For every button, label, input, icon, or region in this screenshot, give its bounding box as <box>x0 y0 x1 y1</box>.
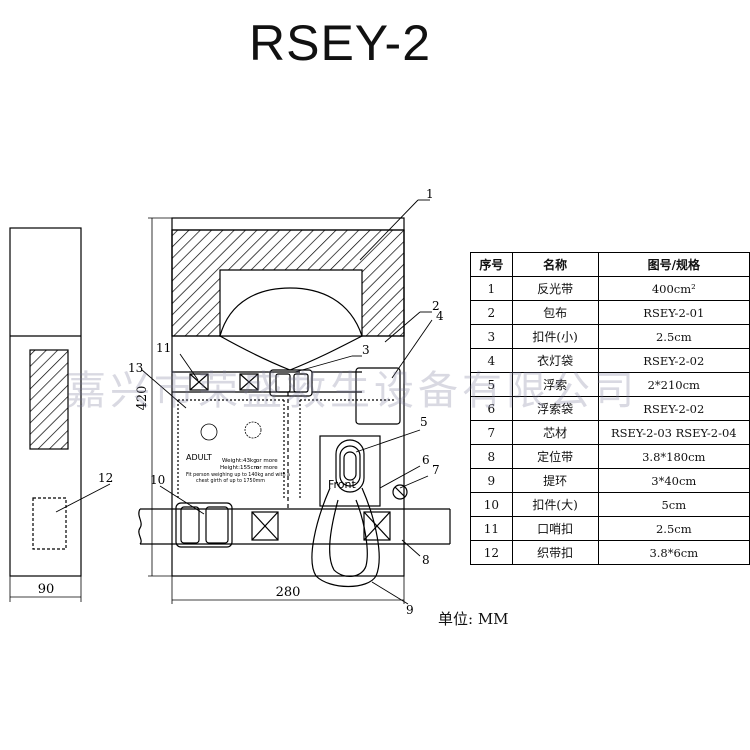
row-spec: 400cm² <box>597 276 750 301</box>
label-fit-line-1: Fit person weighing up to 140kg and with… <box>186 472 290 478</box>
row-name: 扣件(大) <box>511 492 599 517</box>
whistle-buckle <box>189 373 209 391</box>
row-no: 7 <box>470 420 513 445</box>
header-name: 名称 <box>511 252 599 277</box>
row-no: 12 <box>470 540 513 565</box>
callout-9: 9 <box>406 603 414 617</box>
row-no: 9 <box>470 468 513 493</box>
row-name: 芯材 <box>511 420 599 445</box>
row-spec: 2.5cm <box>597 324 750 349</box>
callout-4: 4 <box>436 309 444 323</box>
side-view-outline <box>9 227 82 577</box>
row-spec: RSEY-2-02 <box>597 348 750 373</box>
whistle <box>392 484 408 500</box>
dim-side-width: 90 <box>38 582 55 597</box>
label-or-more-1: or more <box>256 458 278 464</box>
callout-1: 1 <box>426 187 434 201</box>
label-front: Front <box>328 478 357 491</box>
row-spec: RSEY-2-01 <box>597 300 750 325</box>
row-name: 提环 <box>511 468 599 493</box>
row-spec: RSEY-2-03 RSEY-2-04 <box>597 420 750 445</box>
unit-label: 单位: MM <box>438 610 509 628</box>
dim-height: 420 <box>135 386 150 411</box>
large-buckle <box>175 502 233 548</box>
header-spec: 图号/规格 <box>597 252 750 277</box>
side-view-webbing-buckle <box>32 497 67 550</box>
row-spec: 5cm <box>597 492 750 517</box>
drawing-title: RSEY-2 <box>248 15 432 71</box>
callout-7: 7 <box>432 463 440 477</box>
row-no: 3 <box>470 324 513 349</box>
row-name: 口哨扣 <box>511 516 599 541</box>
row-no: 5 <box>470 372 513 397</box>
row-spec: 3.8*180cm <box>597 444 750 469</box>
side-view <box>9 227 82 602</box>
callout-5: 5 <box>420 415 428 429</box>
row-spec: 3*40cm <box>597 468 750 493</box>
small-buckle <box>269 369 313 397</box>
side-view-reflective-patch <box>29 349 69 450</box>
row-spec: 2*210cm <box>597 372 750 397</box>
row-name: 反光带 <box>511 276 599 301</box>
label-or-more-2: or more <box>256 465 278 471</box>
callout-11: 11 <box>156 341 171 355</box>
callout-12: 12 <box>98 471 113 485</box>
label-fit-line-2: chest girth of up to 1750mm <box>196 478 265 484</box>
row-name: 定位带 <box>511 444 599 469</box>
row-name: 织带扣 <box>511 540 599 565</box>
adult-label-panel: ADULT Weight:43kg or more Height:155cm o… <box>186 421 357 491</box>
label-height: Height:155cm <box>220 465 259 471</box>
label-adult: ADULT <box>186 453 212 462</box>
row-name: 衣灯袋 <box>511 348 599 373</box>
neck-opening <box>219 287 363 337</box>
row-no: 2 <box>470 300 513 325</box>
row-no: 8 <box>470 444 513 469</box>
row-no: 1 <box>470 276 513 301</box>
lamp-pocket <box>355 367 401 425</box>
callout-6: 6 <box>422 453 430 467</box>
row-name: 扣件(小) <box>511 324 599 349</box>
row-no: 6 <box>470 396 513 421</box>
callout-2: 2 <box>432 299 440 313</box>
label-weight: Weight:43kg <box>222 458 257 464</box>
row-spec: RSEY-2-02 <box>597 396 750 421</box>
parts-table-header: 序号 名称 图号/规格 <box>470 252 750 277</box>
row-no: 4 <box>470 348 513 373</box>
float-line-bag <box>319 435 381 507</box>
row-no: 10 <box>470 492 513 517</box>
callout-10: 10 <box>150 473 165 487</box>
front-view <box>138 217 451 604</box>
callout-13: 13 <box>128 361 143 375</box>
row-spec: 2.5cm <box>597 516 750 541</box>
header-no: 序号 <box>470 252 513 277</box>
dim-front-width: 280 <box>276 585 301 600</box>
row-name: 包布 <box>511 300 599 325</box>
row-spec: 3.8*6cm <box>597 540 750 565</box>
leader-lines <box>55 199 433 605</box>
front-view-outline <box>171 217 405 577</box>
lifting-loop <box>311 487 380 587</box>
row-name: 浮索 <box>511 372 599 397</box>
row-no: 11 <box>470 516 513 541</box>
callout-3: 3 <box>362 343 370 357</box>
callout-8: 8 <box>422 553 430 567</box>
row-name: 浮索袋 <box>511 396 599 421</box>
